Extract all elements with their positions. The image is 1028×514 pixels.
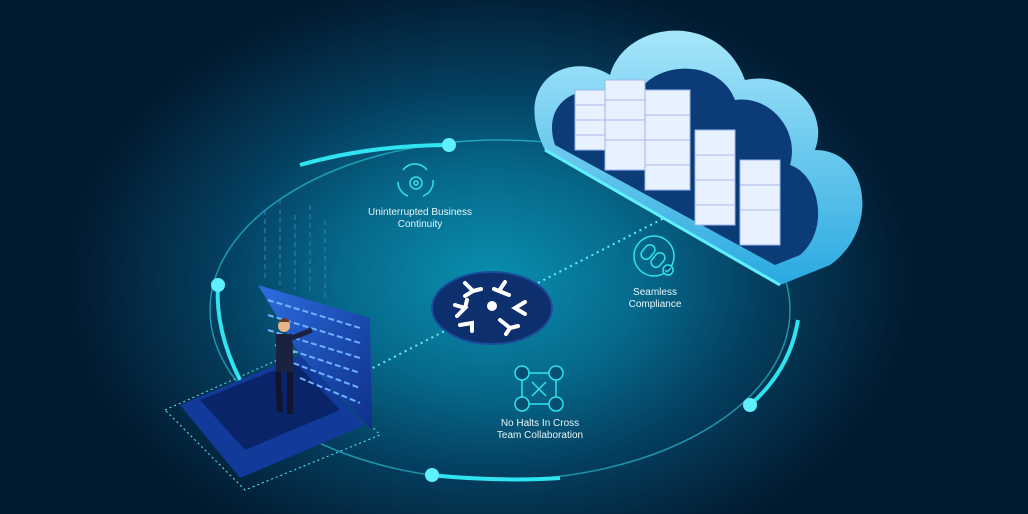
cloud-datacenter	[534, 30, 863, 287]
label-line: Compliance	[628, 299, 682, 310]
orbit-node	[211, 278, 225, 292]
feature-label-collaboration: No Halts In Cross Team Collaboration	[475, 418, 605, 442]
cycle-gear-icon	[397, 163, 434, 197]
label-line: No Halts In Cross	[500, 418, 580, 429]
feature-label-compliance: Seamless Compliance	[610, 287, 700, 311]
label-line: Seamless	[633, 287, 677, 298]
businessman	[275, 318, 313, 414]
dotted-connector	[329, 214, 671, 391]
orbit-node	[743, 398, 757, 412]
laptop	[164, 200, 381, 491]
link-check-icon	[633, 235, 675, 277]
orbit-arc-top	[299, 143, 451, 167]
orbit-node	[442, 138, 456, 152]
team-network-icon	[514, 365, 564, 412]
orbit-node	[425, 468, 439, 482]
hub-disc	[431, 271, 553, 345]
label-line: Continuity	[397, 219, 443, 230]
orbit-arc-bottom	[429, 473, 561, 482]
orbit-arc-left	[215, 284, 242, 381]
label-line: Uninterrupted Business	[368, 207, 472, 218]
feature-label-business-continuity: Uninterrupted Business Continuity	[355, 207, 485, 231]
label-line: Team Collaboration	[496, 430, 584, 441]
orbit-arc-right	[748, 319, 800, 407]
